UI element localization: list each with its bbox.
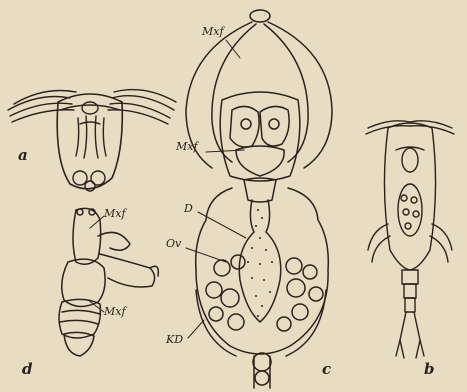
panel-d-drawing (59, 208, 158, 356)
part-label-d: D (184, 203, 193, 214)
part-label-mxf-d1: Mxf (104, 208, 126, 219)
panel-b-drawing (366, 121, 454, 358)
panel-label-c: c (322, 362, 331, 377)
part-label-ov: Ov (166, 238, 181, 249)
panel-a-drawing (8, 90, 176, 191)
panel-label-a: a (18, 148, 28, 163)
panel-c-drawing (186, 10, 332, 388)
part-label-kd: KD (166, 334, 183, 345)
part-label-mxf-d2: Mxf (104, 306, 126, 317)
part-label-mxf-top: Mxf (202, 26, 224, 37)
panel-label-b: b (424, 362, 435, 377)
panel-label-d: d (22, 362, 33, 377)
part-label-mxf-mid: Mxf (176, 141, 198, 152)
